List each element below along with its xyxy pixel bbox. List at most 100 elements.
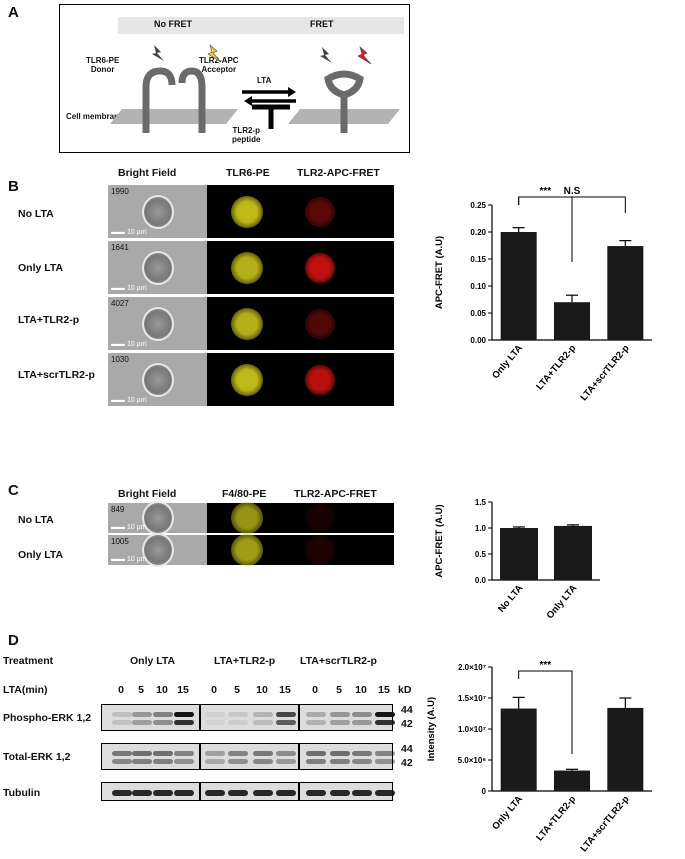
- time-label-1: 0: [118, 684, 124, 696]
- b-row-label-3: LTA+TLR2-p: [18, 314, 80, 326]
- tubulin-blot-band-11: [352, 789, 372, 796]
- total-erk-blot-segment-3: [299, 743, 395, 770]
- group-label-1: Only LTA: [130, 655, 176, 667]
- chart-b-xtick-label-0: Only LTA: [490, 343, 525, 381]
- chart-d-bar-1: [554, 770, 590, 791]
- tlr6-receptor: [142, 67, 176, 133]
- lta-arrowhead: [288, 87, 296, 97]
- b-row-label-2: Only LTA: [18, 262, 64, 274]
- c-pe-signal-2: [230, 534, 263, 566]
- time-label-3: 10: [156, 684, 168, 696]
- kd-total-44: 44: [401, 743, 413, 755]
- lightning-yellow-icon: [207, 44, 222, 63]
- chart-c-xtick-label-1: Only LTA: [545, 583, 580, 621]
- phospho-erk-blot-band-44-6: [228, 711, 248, 717]
- schematic-header-bar: [118, 17, 404, 34]
- c-brightfield-2: 1005▬▬ 10 µm: [108, 533, 207, 567]
- c-pe-image-2: [207, 534, 286, 566]
- time-label-10: 5: [336, 684, 342, 696]
- b-fret-signal-1: [305, 196, 335, 227]
- b-scale-bar-3: ▬▬ 10 µm: [111, 341, 147, 348]
- tubulin-blot-segment-1: [101, 782, 200, 801]
- phospho-erk-blot-band-42-10: [330, 719, 350, 725]
- b-cell-count-2: 1641: [111, 243, 129, 252]
- phospho-erk-blot-band-44-10: [330, 711, 350, 717]
- kd-label: kD: [398, 684, 412, 696]
- total-erk-blot-band-42-9: [306, 758, 326, 764]
- blot-label-phospho: Phospho-ERK 1,2: [3, 712, 92, 724]
- c-col-header-fret: TLR2-APC-FRET: [294, 488, 377, 500]
- total-erk-blot-segment-2: [200, 743, 299, 770]
- phospho-erk-blot-band-44-4: [174, 711, 194, 717]
- chart-b-bar-0: [500, 232, 537, 340]
- tubulin-blot-band-9: [306, 789, 326, 796]
- c-cell-count-1: 849: [111, 505, 125, 514]
- c-fret-image-1: [286, 503, 394, 533]
- group-label-3: LTA+scrTLR2-p: [300, 655, 377, 667]
- chart-d-bar-2: [607, 707, 644, 791]
- b-pe-image-4: [207, 353, 286, 406]
- total-erk-blot-band-44-3: [153, 750, 173, 756]
- c-row-label-1: No LTA: [18, 514, 54, 526]
- phospho-erk-blot-band-42-8: [276, 719, 296, 725]
- tubulin-blot-band-7: [253, 789, 273, 796]
- phospho-erk-blot-band-42-11: [352, 719, 372, 725]
- tubulin-blot-band-6: [228, 789, 248, 796]
- blot-label-total: Total-ERK 1,2: [3, 751, 71, 763]
- chart-c-bar-0: [500, 528, 538, 580]
- panel-c-letter: C: [8, 482, 19, 499]
- b-bf-cell-4: [141, 362, 174, 397]
- chart-c-bar-1: [554, 525, 592, 580]
- chart-b-ytick-label-0: 0.00: [470, 336, 486, 345]
- c-bf-cell-2: [141, 533, 174, 567]
- phospho-erk-blot-band-44-2: [132, 711, 152, 717]
- fret-label: FRET: [310, 19, 334, 29]
- phospho-erk-blot-band-42-5: [205, 719, 225, 725]
- b-fret-image-1: [286, 185, 394, 238]
- b-brightfield-4: 1030▬▬ 10 µm: [108, 353, 207, 406]
- total-erk-blot-band-44-10: [330, 750, 350, 756]
- phospho-erk-blot-band-44-1: [112, 711, 132, 717]
- total-erk-blot-band-42-2: [132, 758, 152, 764]
- chart-b-sig-label-1: N.S: [564, 186, 581, 197]
- b-row-label-1: No LTA: [18, 208, 54, 220]
- phospho-erk-blot-band-42-6: [228, 719, 248, 725]
- chart-d-ytick-label-2: 1.0×10⁷: [458, 725, 486, 734]
- phospho-erk-blot-segment-1: [101, 704, 200, 731]
- chart-d-xtick-label-2: LTA+scrTLR2-p: [578, 794, 631, 855]
- b-cell-count-3: 4027: [111, 299, 129, 308]
- total-erk-blot-band-42-11: [352, 758, 372, 764]
- tubulin-blot-segment-2: [200, 782, 299, 801]
- phospho-erk-blot-band-44-7: [253, 711, 273, 717]
- phospho-erk-blot-band-42-9: [306, 719, 326, 725]
- b-row-label-4: LTA+scrTLR2-p: [18, 369, 95, 381]
- total-erk-blot-band-42-1: [112, 758, 132, 764]
- phospho-erk-blot-band-42-3: [153, 719, 173, 725]
- blot-label-tubulin: Tubulin: [3, 787, 41, 799]
- b-scale-bar-4: ▬▬ 10 µm: [111, 397, 147, 404]
- lightning-gray-icon: [152, 45, 164, 61]
- phospho-erk-blot-band-42-2: [132, 719, 152, 725]
- b-pe-image-1: [207, 185, 286, 238]
- chart-b-ytick-label-1: 0.05: [470, 309, 486, 318]
- c-brightfield-1: 849▬▬ 10 µm: [108, 501, 207, 535]
- chart-b-ylabel: APC-FRET (A.U): [434, 236, 445, 309]
- time-label: LTA(min): [3, 684, 48, 696]
- membrane-left: [110, 109, 238, 124]
- b-scale-bar-2: ▬▬ 10 µm: [111, 285, 147, 292]
- time-label-9: 0: [312, 684, 318, 696]
- b-brightfield-3: 4027 ▬▬ 10 µm: [108, 297, 207, 350]
- c-fret-signal-1: [305, 503, 335, 533]
- tubulin-blot-segment-3: [299, 782, 395, 801]
- total-erk-blot-band-42-12: [375, 758, 395, 764]
- total-erk-blot-band-44-4: [174, 750, 194, 756]
- phospho-erk-blot-band-42-7: [253, 719, 273, 725]
- kd-phospho-42: 42: [401, 718, 413, 730]
- total-erk-blot-band-44-8: [276, 750, 296, 756]
- tlr2-receptor: [178, 67, 206, 133]
- panel-a-letter: A: [8, 4, 19, 21]
- b-pe-signal-1: [230, 195, 263, 228]
- b-pe-signal-4: [230, 363, 263, 396]
